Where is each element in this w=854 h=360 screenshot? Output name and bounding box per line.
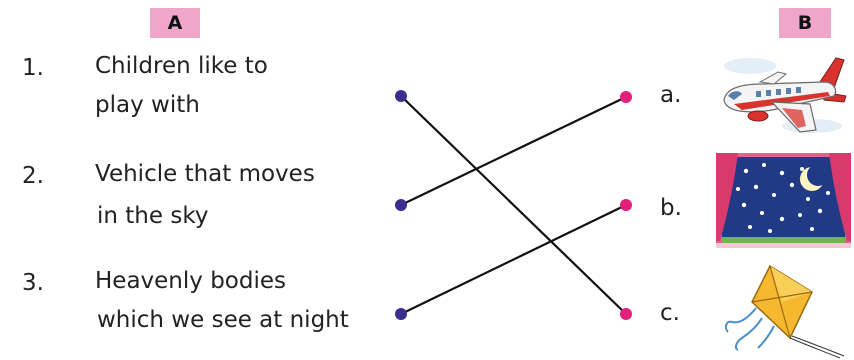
item-3-text-line-2: which we see at night [97,307,349,333]
item-2-text-line-2: in the sky [97,203,209,229]
left-dot-2[interactable] [395,199,407,211]
option-c-letter: c. [660,300,680,326]
match-line-1-c [400,95,627,315]
kite-icon [724,264,845,359]
item-1-text-line-2: play with [95,92,200,118]
column-b-header: B [779,8,831,38]
match-line-3-b [400,204,627,315]
item-1-number: 1. [22,55,44,81]
night-sky-icon [716,153,851,248]
airplane-icon [723,57,847,133]
left-dot-3[interactable] [395,308,407,320]
item-2-text-line-1: Vehicle that moves [95,161,315,187]
left-dot-1[interactable] [395,90,407,102]
option-b-letter: b. [660,195,682,221]
option-a-letter: a. [660,82,682,108]
item-2-number: 2. [22,163,44,189]
item-1-text-line-1: Children like to [95,53,268,79]
item-3-number: 3. [22,270,44,296]
column-a-header: A [150,8,200,38]
right-dot-c[interactable] [620,308,632,320]
right-dot-b[interactable] [620,199,632,211]
right-dot-a[interactable] [620,91,632,103]
match-line-2-a [400,96,627,206]
item-3-text-line-1: Heavenly bodies [95,268,286,294]
